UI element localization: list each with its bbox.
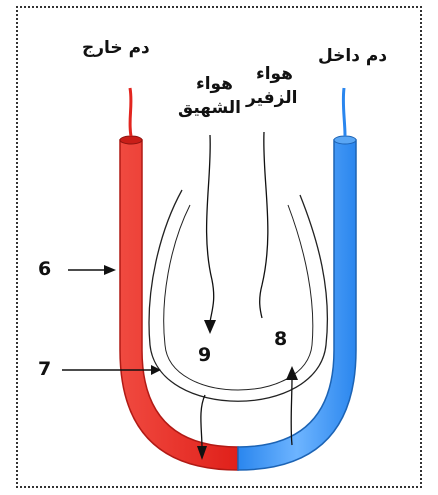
red-vessel-tip [130,88,131,136]
exhaled-air-label-line2: الزفير [246,90,297,107]
label-6: 6 [38,260,51,279]
blood-in-label: دم داخل [318,48,387,65]
blue-vessel-tip [343,88,345,136]
alveolus-wall-inner [164,205,313,390]
label-7: 7 [38,360,51,379]
inhaled-air-label-line1: هواء [196,76,233,93]
inhaled-air-line [207,135,214,322]
label-8: 8 [274,330,287,349]
capillary-oxygenated [120,140,238,470]
red-tube-opening [120,136,142,144]
pointer-7-arrowhead [151,365,161,375]
label-9: 9 [198,346,211,365]
inhaled-air-arrowhead [204,320,216,334]
co2-diffusion-line [291,378,292,445]
exhaled-air-label-line1: هواء [256,66,293,83]
inhaled-air-label-line2: الشهيق [178,100,241,117]
o2-diffusion-line [201,395,205,448]
blood-out-label: دم خارج [82,40,150,57]
exhaled-air-line [260,132,268,318]
capillary-deoxygenated [238,140,356,470]
pointer-6-arrowhead [104,265,116,275]
blue-tube-opening [334,136,356,144]
